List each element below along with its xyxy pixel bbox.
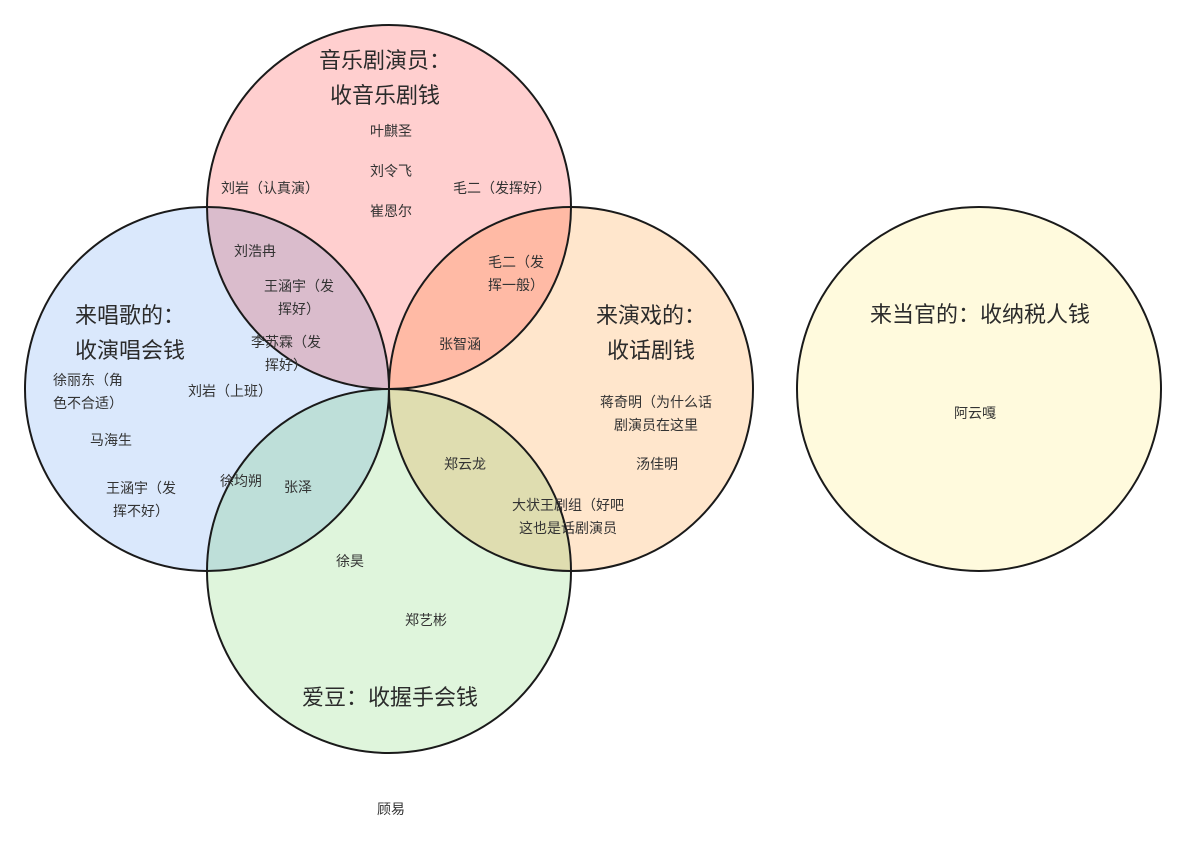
member-label: 郑艺彬 <box>405 613 447 629</box>
member-label: 挥一般） <box>488 278 544 294</box>
member-label: 刘浩冉 <box>234 244 276 260</box>
member-label: 大状王剧组（好吧 <box>512 498 624 514</box>
member-label: 刘岩（认真演） <box>221 181 319 197</box>
member-label: 郑云龙 <box>444 457 486 473</box>
circle-outline-idol <box>206 388 572 754</box>
set-title-musical: 收音乐剧钱 <box>330 84 440 109</box>
member-label: 徐丽东（角 <box>53 373 123 389</box>
member-label: 张智涵 <box>439 337 481 353</box>
member-label: 王涵宇（发 <box>264 279 334 295</box>
member-label: 蒋奇明（为什么话 <box>600 394 712 411</box>
set-title-singer: 收演唱会钱 <box>75 339 185 364</box>
circle-idol <box>207 389 571 753</box>
member-label: 叶麒圣 <box>370 124 412 140</box>
member-label: 张泽 <box>284 480 312 496</box>
member-label: 色不合适） <box>53 395 123 412</box>
circle-fills <box>25 25 1161 753</box>
set-title-official: 来当官的：收纳税人钱 <box>870 303 1090 328</box>
member-label: 顾易 <box>377 802 405 818</box>
set-title-musical: 音乐剧演员： <box>319 49 451 74</box>
member-label: 阿云嘎 <box>954 406 996 422</box>
circle-official <box>797 207 1161 571</box>
set-title-singer: 来唱歌的： <box>75 304 185 329</box>
member-label: 刘令飞 <box>370 164 412 180</box>
member-label: 毛二（发 <box>488 255 544 271</box>
member-label: 挥好） <box>278 302 320 318</box>
member-label: 徐昊 <box>336 554 364 570</box>
member-label: 王涵宇（发 <box>106 481 176 497</box>
set-title-drama: 来演戏的： <box>596 304 706 329</box>
member-label: 挥不好） <box>113 504 169 520</box>
member-label: 崔恩尔 <box>370 204 412 220</box>
member-label: 汤佳明 <box>636 457 678 473</box>
set-title-idol: 爱豆：收握手会钱 <box>302 686 478 711</box>
member-label: 李苏霖（发 <box>251 335 321 351</box>
circle-outlines <box>24 24 1162 754</box>
member-label: 这也是话剧演员 <box>519 520 617 537</box>
member-label: 马海生 <box>90 433 132 449</box>
member-label: 剧演员在这里 <box>614 417 698 434</box>
member-label: 徐均朔 <box>220 474 262 490</box>
member-label: 刘岩（上班） <box>188 384 272 400</box>
circle-outline-official <box>796 206 1162 572</box>
set-title-drama: 收话剧钱 <box>607 339 695 364</box>
member-label: 毛二（发挥好） <box>453 181 551 197</box>
member-label: 挥好） <box>265 358 307 374</box>
member-labels: 叶麒圣刘令飞崔恩尔刘岩（认真演）毛二（发挥好）刘浩冉王涵宇（发挥好）李苏霖（发挥… <box>53 124 996 818</box>
